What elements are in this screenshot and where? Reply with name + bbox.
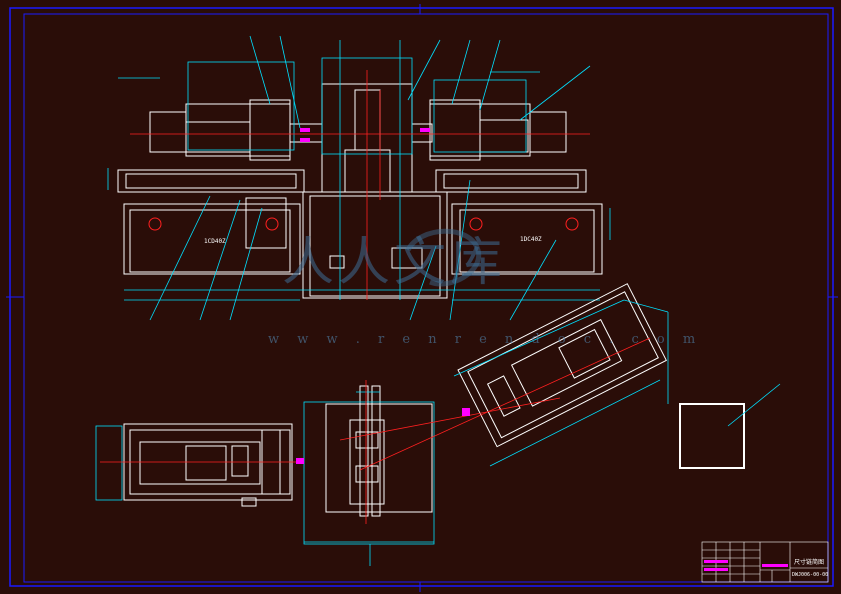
front-view	[117, 83, 603, 299]
watermark-logo-text: 人人文库	[282, 233, 507, 293]
outer-border	[9, 7, 834, 587]
title-block	[701, 541, 829, 583]
top-accents	[296, 408, 470, 464]
front-circles	[148, 217, 579, 231]
top-dimensions	[95, 299, 781, 566]
front-accents	[300, 128, 430, 142]
label-right-unit: 1DC40Z	[520, 236, 542, 243]
border-ticks	[6, 4, 838, 592]
watermark-swirl	[405, 228, 482, 287]
title-block-drawing-number: DWJ006-00-00	[792, 572, 829, 578]
title-block-accents	[704, 560, 788, 571]
front-centerlines	[130, 70, 590, 300]
title-block-drawing-name: 尺寸链简图	[794, 559, 825, 566]
watermark-url: w w w . r e n r e n d o c . c o m	[268, 332, 703, 347]
top-centerlines	[100, 337, 651, 524]
label-left-unit: 1CD40Z	[204, 238, 226, 245]
inner-border	[23, 13, 829, 583]
